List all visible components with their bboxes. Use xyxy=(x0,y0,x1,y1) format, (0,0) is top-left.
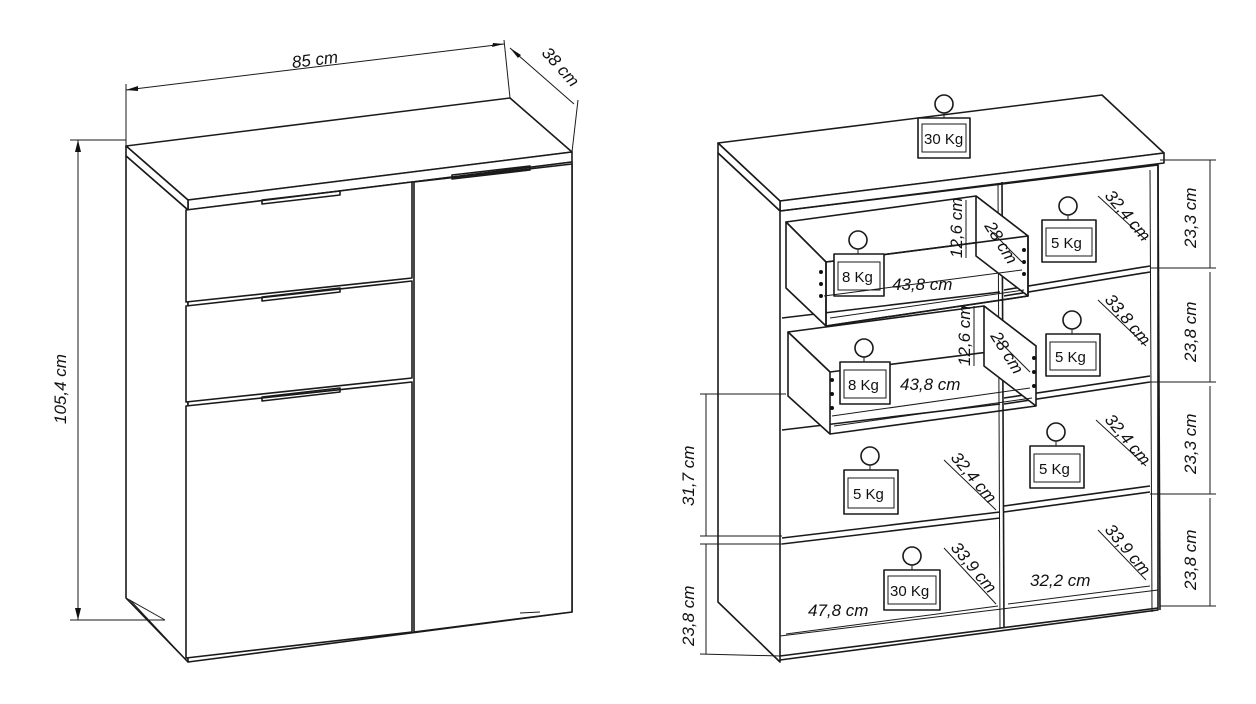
weight-icon xyxy=(1046,422,1066,442)
open-cabinet-left-side xyxy=(717,152,781,663)
depth-label: 38 cm xyxy=(538,43,583,90)
load-drawer-2-label: 8 Kg xyxy=(848,377,879,394)
drawer-front-2 xyxy=(185,280,413,403)
weight-icon xyxy=(854,338,874,358)
load-shelf-right-3-label: 5 Kg xyxy=(1039,461,1070,478)
weight-shelf-right-1: 5 Kg xyxy=(1041,196,1097,263)
drawer-1-height-label: 12,6 cm xyxy=(947,198,966,258)
load-shelf-left-lower-label: 5 Kg xyxy=(853,486,884,503)
bottom-right-width-label: 32,2 cm xyxy=(1030,571,1090,590)
shelf-depth-c-label: 32,4 cm xyxy=(1101,410,1154,469)
shelf-depth-a-label: 32,4 cm xyxy=(1101,186,1154,245)
height-dimension: 105,4 cm xyxy=(51,139,165,621)
closed-cabinet: 85 cm 38 cm 105,4 cm xyxy=(51,39,583,663)
shelf-depth-f-label: 33,9 cm xyxy=(1101,520,1154,579)
shelf-depth-d-label: 32,4 cm xyxy=(947,448,1000,507)
right-shelf-4-height-label: 23,8 cm xyxy=(1181,530,1200,591)
handles xyxy=(261,165,531,402)
open-cabinet: 30 Kg 8 Kg 8 Kg 5 Kg 5 K xyxy=(679,94,1216,663)
weight-shelf-right-2: 5 Kg xyxy=(1045,310,1101,377)
width-label: 85 cm xyxy=(291,48,339,73)
load-bottom-label: 30 Kg xyxy=(890,583,929,600)
right-shelf-2-height-label: 23,8 cm xyxy=(1181,302,1200,363)
lower-left-door xyxy=(185,381,413,659)
left-height-dimensions: 31,7 cm 23,8 cm xyxy=(679,393,786,657)
drawer-2-height-label: 12,6 cm xyxy=(955,306,974,366)
right-shelf-3-height-label: 23,3 cm xyxy=(1181,414,1200,475)
lower-section-height-label: 31,7 cm xyxy=(679,446,698,506)
load-shelf-right-2-label: 5 Kg xyxy=(1055,349,1086,366)
weight-shelf-right-3: 5 Kg xyxy=(1029,422,1085,489)
load-shelf-right-1-label: 5 Kg xyxy=(1051,235,1082,252)
weight-icon xyxy=(848,230,868,250)
weight-top: 30 Kg xyxy=(917,94,971,159)
load-drawer-1-label: 8 Kg xyxy=(842,269,873,286)
weight-icon xyxy=(1058,196,1078,216)
weight-drawer-2: 8 Kg xyxy=(839,338,891,405)
drawer-2-width-label: 43,8 cm xyxy=(900,375,960,394)
right-door xyxy=(413,163,573,633)
bottom-width-dimensions: 47,8 cm 32,2 cm xyxy=(785,571,1151,635)
drawer-1 xyxy=(785,195,1029,327)
shelf-depth-b-label: 33,8 cm xyxy=(1101,290,1154,349)
weight-bottom: 30 Kg xyxy=(883,546,941,611)
weight-icon xyxy=(860,446,880,466)
right-shelf-1-height-label: 23,3 cm xyxy=(1181,188,1200,249)
weight-icon xyxy=(902,546,922,566)
cabinet-left-side xyxy=(125,155,189,663)
load-top-label: 30 Kg xyxy=(924,131,963,148)
drawer-1-width-label: 43,8 cm xyxy=(892,275,952,294)
bottom-left-width-label: 47,8 cm xyxy=(808,601,868,620)
weight-icon xyxy=(934,94,954,114)
bottom-section-height-label: 23,8 cm xyxy=(679,586,698,647)
weight-icon xyxy=(1062,310,1082,330)
shelf-depth-e-label: 33,9 cm xyxy=(947,538,1000,597)
height-label: 105,4 cm xyxy=(51,354,70,424)
weight-shelf-left-lower: 5 Kg xyxy=(843,446,899,515)
right-height-dimensions: 23,3 cm 23,8 cm 23,3 cm 23,8 cm xyxy=(1150,159,1216,607)
